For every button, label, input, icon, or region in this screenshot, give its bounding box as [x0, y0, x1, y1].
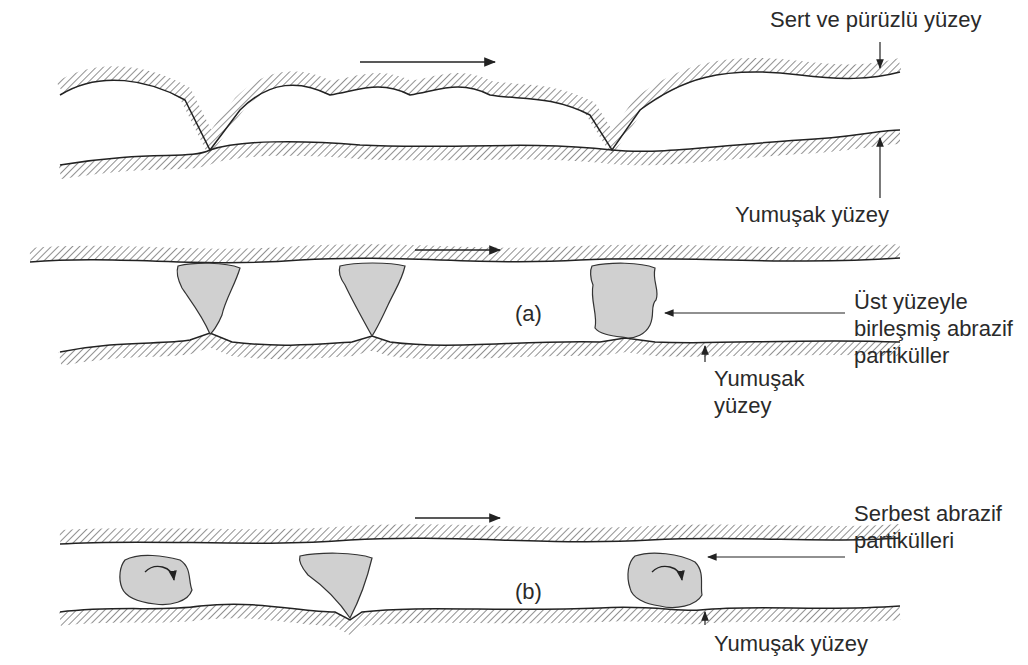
leader-arrow	[879, 138, 880, 198]
label: Yumuşak yüzey	[714, 630, 914, 657]
soft-surface	[60, 130, 900, 172]
abrasive-particle	[120, 553, 702, 618]
leader-arrow	[879, 42, 880, 68]
label: Üst yüzeyle birleşmiş abrazif partikülle…	[854, 288, 1022, 369]
motion-arrow	[415, 249, 500, 251]
leader-arrow	[704, 346, 705, 362]
label: Yumuşak yüzey	[735, 201, 935, 228]
label: (a)	[515, 300, 575, 327]
soft-surface	[60, 333, 900, 359]
rotation-arrow	[145, 566, 682, 580]
label: (b)	[515, 578, 575, 605]
abrasive-particle	[177, 263, 657, 338]
label: Serbest abrazif partikülleri	[854, 500, 1022, 554]
motion-arrow	[415, 517, 500, 519]
leader-arrow	[708, 556, 845, 557]
label: Sert ve pürüzlü yüzey	[770, 6, 1020, 33]
motion-arrow	[360, 61, 495, 63]
hard-rough-surface	[60, 65, 900, 150]
upper-surface	[30, 251, 900, 263]
leader-arrow	[704, 612, 705, 625]
leader-arrow	[665, 312, 845, 313]
label: Yumuşak yüzey	[714, 365, 849, 419]
soft-surface	[60, 604, 900, 627]
upper-surface	[60, 531, 900, 544]
